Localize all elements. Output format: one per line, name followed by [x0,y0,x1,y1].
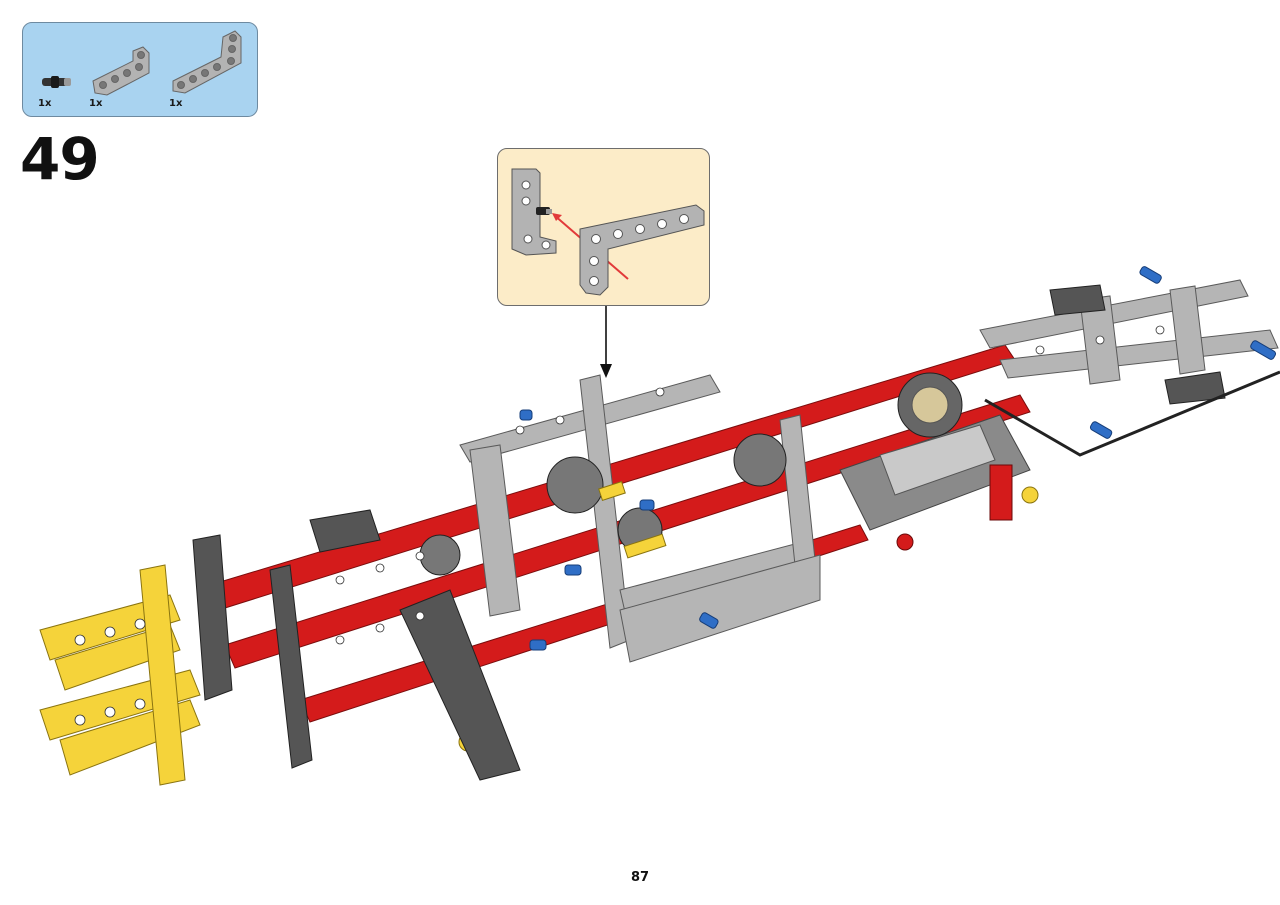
part-qty-3: 1x [169,98,183,109]
l-beam-3x5-icon [172,30,242,94]
pin-with-bush-icon [42,76,71,88]
l-beam-3x3-icon [92,46,150,96]
step-number: 49 [20,125,100,193]
chassis-model-illustration [39,266,1280,786]
callout-arrow [600,306,612,378]
parts-illustration [42,30,242,96]
parts-list-box: 1x 1x 1x [22,22,258,117]
motor [839,372,1031,531]
sub-assembly-callout [497,148,710,306]
sub-assembly-callout-icon [511,168,705,296]
part-qty-2: 1x [89,98,103,109]
part-qty-1: 1x [38,98,52,109]
page-number: 87 [630,870,650,885]
